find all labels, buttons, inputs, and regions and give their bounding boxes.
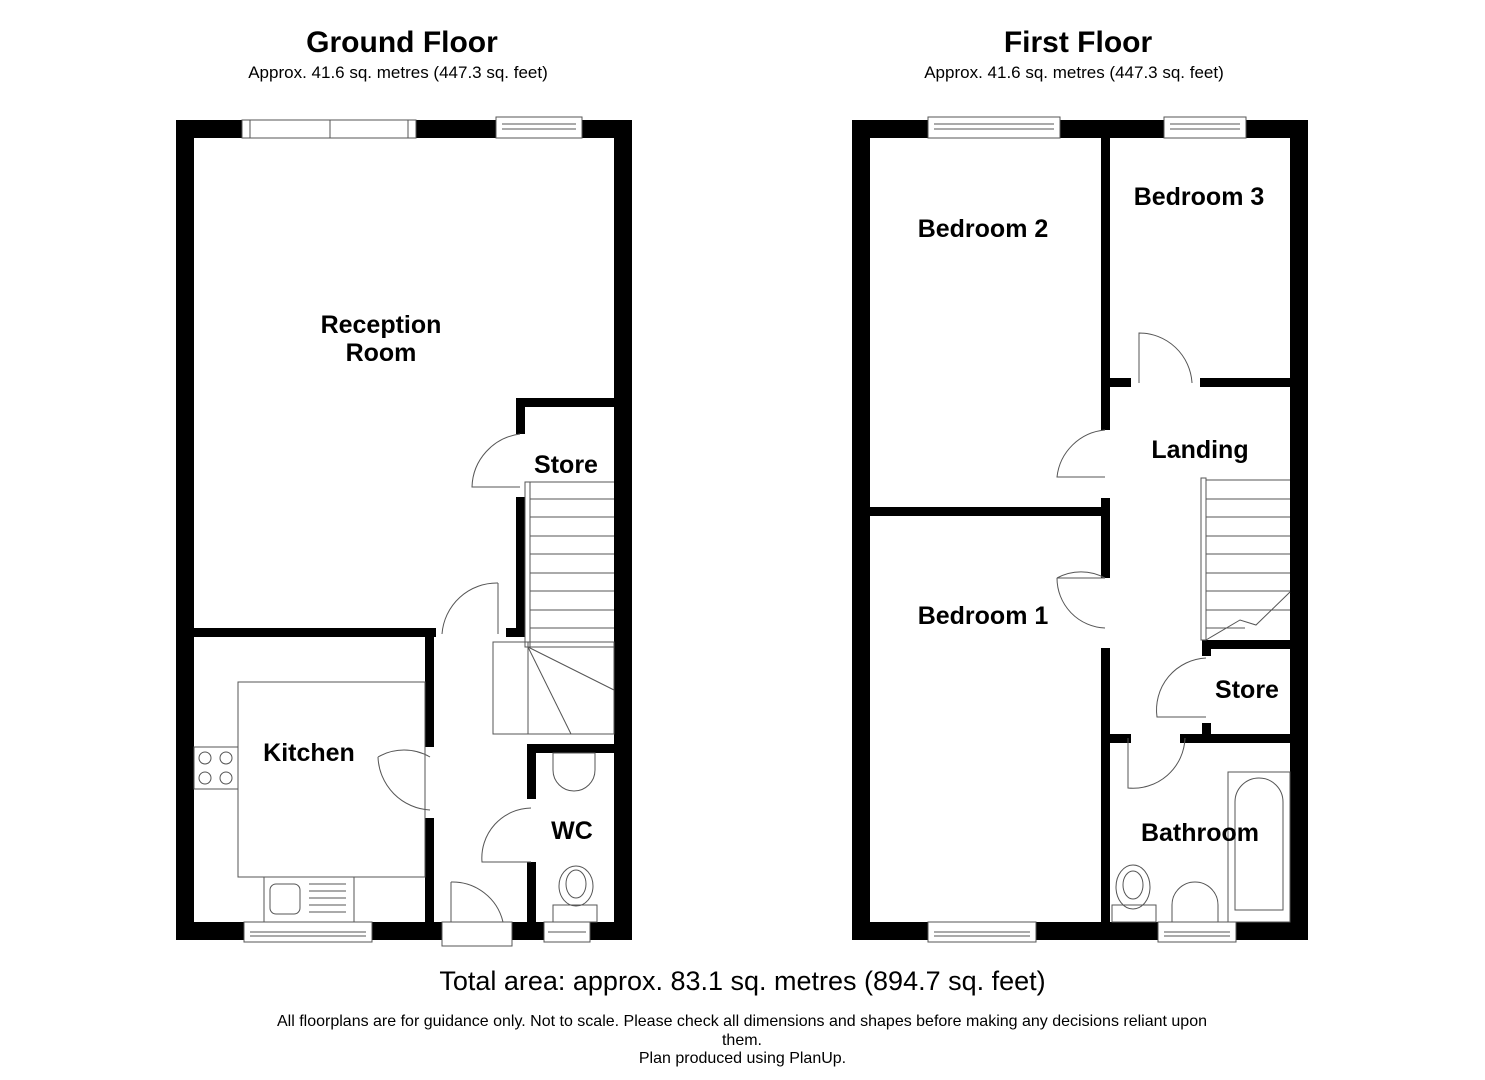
room-label-first-store: Store — [1215, 676, 1279, 704]
reception-line1: Reception — [320, 311, 442, 339]
room-label-bedroom-2: Bedroom 2 — [917, 215, 1049, 243]
room-label-kitchen: Kitchen — [263, 739, 355, 767]
room-label-landing: Landing — [1151, 436, 1249, 464]
first-floor-title: First Floor — [1003, 26, 1153, 59]
total-area: Total area: approx. 83.1 sq. metres (894… — [439, 966, 1046, 996]
first-floor-plan — [852, 116, 1308, 943]
room-label-ground-store: Store — [534, 451, 598, 479]
reception-line2: Room — [345, 339, 417, 367]
room-label-bathroom: Bathroom — [1140, 819, 1260, 847]
room-label-reception: Reception Room — [296, 311, 466, 367]
plan-credit: Plan produced using PlanUp. — [638, 1050, 847, 1067]
ground-floor-area: Approx. 41.6 sq. metres (447.3 sq. feet) — [248, 63, 548, 82]
room-label-bedroom-3: Bedroom 3 — [1133, 183, 1265, 211]
room-label-wc: WC — [551, 817, 593, 845]
ground-floor-title: Ground Floor — [306, 26, 498, 59]
ground-floor-plan — [176, 116, 632, 947]
room-label-bedroom-1: Bedroom 1 — [917, 602, 1049, 630]
first-floor-area: Approx. 41.6 sq. metres (447.3 sq. feet) — [924, 63, 1224, 82]
disclaimer: All floorplans are for guidance only. No… — [276, 1013, 1207, 1049]
